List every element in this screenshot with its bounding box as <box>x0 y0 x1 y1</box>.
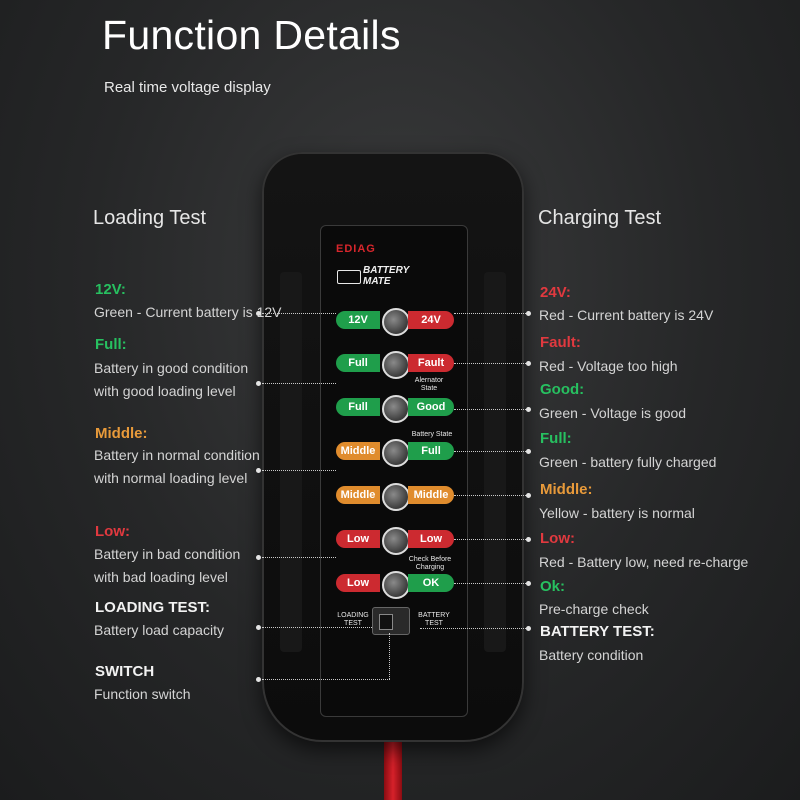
leader-line <box>454 495 526 496</box>
leader-line <box>262 679 390 680</box>
charging-test-heading: Charging Test <box>538 207 662 229</box>
right-desc-full: Green - battery fully charged <box>539 454 717 470</box>
left-desc-switch: Function switch <box>94 686 191 702</box>
leader-dot <box>256 468 261 473</box>
caption-alternator-state: Alernator State <box>414 377 444 392</box>
leader-dot <box>256 625 261 630</box>
leader-line <box>454 363 526 364</box>
right-label-good: Good: <box>540 381 585 398</box>
leader-line <box>420 628 526 629</box>
switch-label-loading-test: LOADING TEST <box>337 612 369 627</box>
leader-dot <box>526 626 531 631</box>
indicator-middle-charging: Middle <box>408 486 454 504</box>
indicator-full-loading: Full <box>336 354 380 372</box>
indicator-12v: 12V <box>336 311 380 329</box>
left-label-middle: Middle: <box>95 425 148 442</box>
left-desc-full: Battery in good condition with good load… <box>94 360 249 399</box>
indicator-fault: Fault <box>408 354 454 372</box>
leader-line <box>262 557 336 558</box>
leader-line <box>454 313 526 314</box>
leader-line <box>454 409 526 410</box>
right-desc-battery-test: Battery condition <box>539 647 644 663</box>
indicator-full-2: Full <box>336 398 380 416</box>
indicator-led <box>382 483 410 511</box>
page-title: Function Details <box>102 12 401 58</box>
right-label-middle: Middle: <box>540 481 593 498</box>
left-desc-middle: Battery in normal condition with normal … <box>94 447 260 486</box>
left-desc-low: Battery in bad condition with bad loadin… <box>94 546 241 585</box>
caption-check-before-charging: Check Before Charging <box>408 556 452 571</box>
indicator-led <box>382 527 410 555</box>
leader-dot <box>256 381 261 386</box>
right-label-full: Full: <box>540 430 572 447</box>
leader-line <box>262 383 336 384</box>
device-panel <box>320 225 468 717</box>
left-label-loading-test: LOADING TEST: <box>95 599 210 616</box>
left-label-low: Low: <box>95 523 130 540</box>
leader-line <box>262 313 336 314</box>
switch-label-battery-test: BATTERY TEST <box>418 612 450 627</box>
left-desc-12v: Green - Current battery is 12V <box>94 304 282 320</box>
page-subtitle: Real time voltage display <box>104 79 271 96</box>
leader-dot <box>526 311 531 316</box>
leader-line <box>454 451 526 452</box>
indicator-full-charging: Full <box>408 442 454 460</box>
right-label-fault: Fault: <box>540 334 581 351</box>
indicator-led <box>382 439 410 467</box>
right-desc-middle: Yellow - battery is normal <box>539 505 695 521</box>
right-desc-24v: Red - Current battery is 24V <box>539 307 714 323</box>
leader-line <box>454 539 526 540</box>
indicator-led <box>382 351 410 379</box>
right-label-low: Low: <box>540 530 575 547</box>
leader-dot <box>526 581 531 586</box>
right-label-24v: 24V: <box>540 284 571 301</box>
indicator-24v: 24V <box>408 311 454 329</box>
right-label-ok: Ok: <box>540 578 566 595</box>
brand-logo: EDIAG <box>336 243 376 255</box>
left-label-switch: SWITCH <box>95 663 155 680</box>
leader-dot <box>526 449 531 454</box>
indicator-low: Low <box>336 574 380 592</box>
indicator-middle: Middle <box>336 486 380 504</box>
leader-dot <box>256 677 261 682</box>
function-switch[interactable] <box>372 607 410 635</box>
switch-thumb[interactable] <box>379 614 393 630</box>
device-grip-right <box>484 272 506 652</box>
left-label-12v: 12V: <box>95 281 126 298</box>
indicator-low-loading: Low <box>336 530 380 548</box>
indicator-led <box>382 395 410 423</box>
indicator-led <box>382 571 410 599</box>
right-desc-low: Red - Battery low, need re-charge <box>539 554 749 570</box>
indicator-ok: OK <box>408 574 454 592</box>
left-desc-loading-test: Battery load capacity <box>94 622 224 638</box>
right-desc-fault: Red - Voltage too high <box>539 358 678 374</box>
leader-dot <box>526 407 531 412</box>
indicator-middle-loading: Middle <box>336 442 380 460</box>
product-name: BATTERY MATE <box>363 265 410 287</box>
right-label-battery-test: BATTERY TEST: <box>540 623 655 640</box>
left-label-full: Full: <box>95 336 127 353</box>
right-desc-good: Green - Voltage is good <box>539 405 687 421</box>
loading-test-heading: Loading Test <box>93 207 207 229</box>
leader-dot <box>256 555 261 560</box>
leader-line <box>262 470 336 471</box>
indicator-good: Good <box>408 398 454 416</box>
right-desc-ok: Pre-charge check <box>539 601 649 617</box>
leader-line <box>454 583 526 584</box>
leader-line <box>262 627 372 628</box>
device-grip-left <box>280 272 302 652</box>
indicator-low-charging: Low <box>408 530 454 548</box>
leader-line <box>389 633 390 679</box>
leader-dot <box>256 311 261 316</box>
leader-dot <box>526 361 531 366</box>
leader-dot <box>526 537 531 542</box>
battery-icon <box>337 270 361 284</box>
leader-dot <box>526 493 531 498</box>
caption-battery-state: Battery State <box>411 431 453 438</box>
indicator-led <box>382 308 410 336</box>
